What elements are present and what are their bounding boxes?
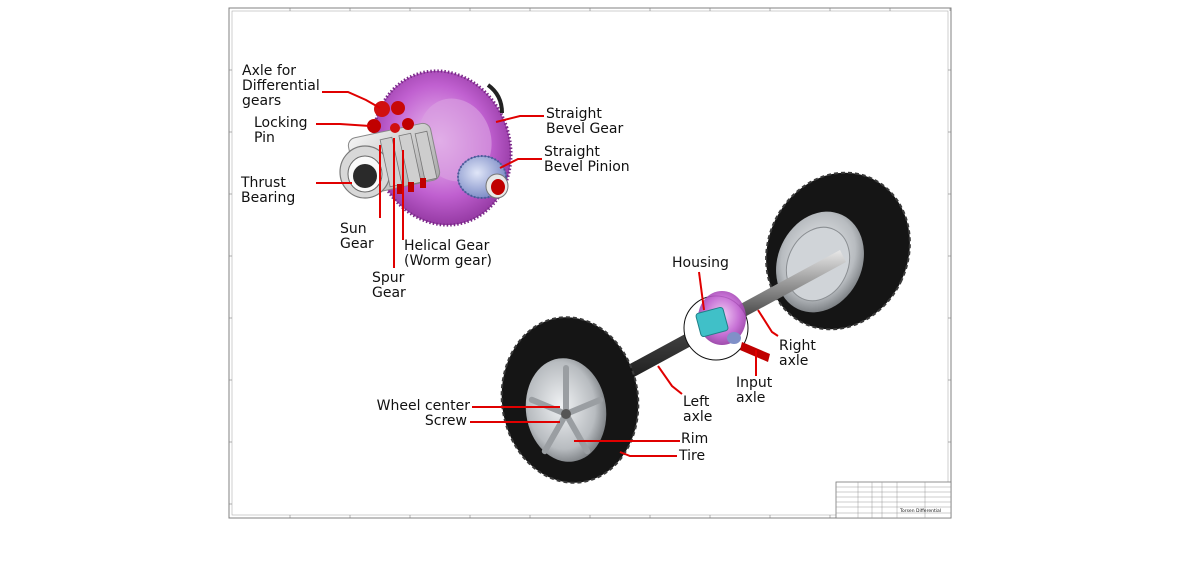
label-sun-gear: Sun Gear [340,221,374,252]
leader-line-locking-pin [316,123,371,127]
rim-spokes [528,365,604,455]
leader-line-tire [619,451,677,457]
label-wheel-center: Wheel center [376,398,470,414]
label-left-axle: Left axle [683,394,713,425]
title-block-title: Torsen Differential [899,508,941,514]
label-spur-gear: Spur Gear [372,270,406,301]
label-straight-bevel-pinion: Straight Bevel Pinion [544,144,630,175]
label-thrust-bearing: Thrust Bearing [241,175,296,206]
label-helical-gear: Helical Gear (Worm gear) [404,238,492,269]
rim-spoke [563,396,604,417]
title-block: Torsen Differential [835,481,952,519]
leader-line-left-axle [657,365,683,395]
leader-line-right-axle [757,309,779,337]
label-straight-bevel-gear: Straight Bevel Gear [546,106,624,137]
label-locking-pin: Locking Pin [254,115,308,146]
label-rim: Rim [681,431,709,447]
rim-spoke [563,411,591,455]
label-axle-differential-gears: Axle for Differential gears [242,63,320,109]
bevel-pinion [457,155,509,199]
red-parts [367,101,426,194]
housing [683,291,770,362]
label-housing: Housing [672,255,729,271]
left-wheel [500,316,640,484]
label-right-axle: Right axle [779,338,816,369]
leader-line-axle-differential-gears [322,91,381,109]
leader-line-straight-bevel-gear [495,115,544,123]
leader-line-straight-bevel-pinion [499,158,542,169]
leader-lines [316,91,779,457]
drawing-frame [228,7,952,519]
leader-line-housing [698,271,705,311]
label-screw: Screw [424,413,467,429]
rim-spoke [541,411,569,455]
right-wheel [765,171,911,331]
label-tire: Tire [679,448,706,464]
label-input-axle: Input axle [736,375,773,406]
